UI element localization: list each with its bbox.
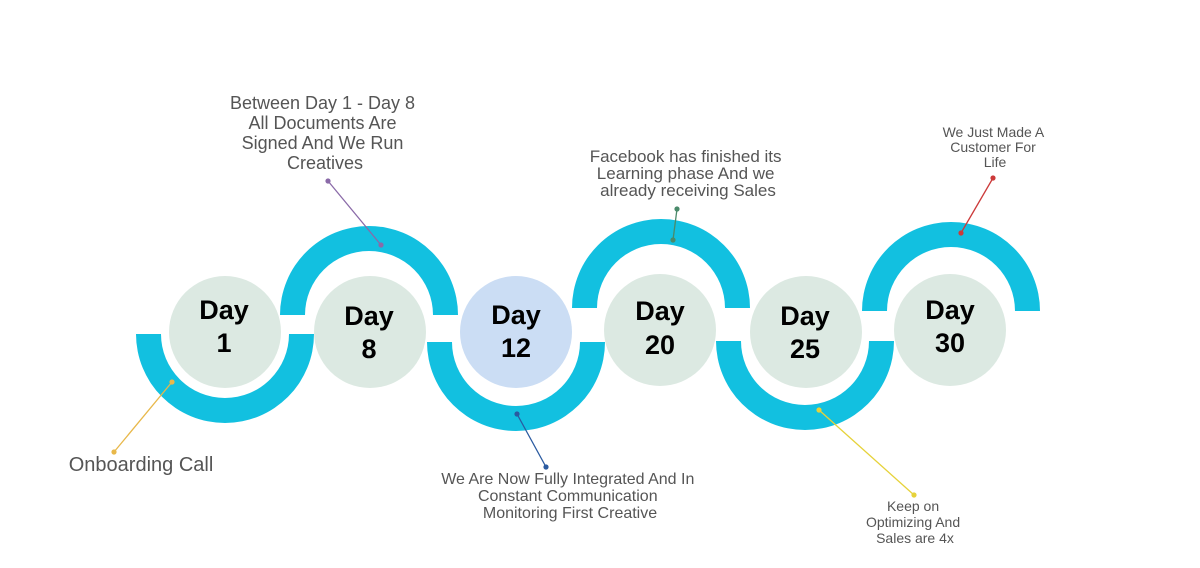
day-8-description-line: Signed And We Run — [242, 133, 404, 153]
day-30-description-line: We Just Made A — [943, 124, 1045, 140]
day-25-word: Day — [780, 301, 830, 331]
day-8-description-line: Between Day 1 - Day 8 — [230, 93, 415, 113]
day-1-connector-dot-bottom — [111, 449, 117, 455]
day-1-connector — [113, 381, 173, 453]
day-30-description-line: Customer For — [950, 139, 1036, 155]
day-25-connector-dot-bottom — [911, 492, 917, 498]
day-8-circle — [314, 276, 426, 388]
day-30-description: We Just Made A Customer For Life — [943, 124, 1048, 170]
day-1-number: 1 — [216, 328, 231, 358]
arc-day-12 — [427, 342, 605, 431]
day-20-connector — [672, 208, 678, 241]
day-30-number: 30 — [935, 328, 965, 358]
day-12-description: We Are Now Fully Integrated And In Const… — [441, 471, 699, 522]
day-8-description-line: All Documents Are — [248, 113, 396, 133]
day-12-connector-dot-bottom — [543, 464, 549, 470]
arc-day-20 — [572, 219, 750, 308]
day-8-connector — [327, 180, 382, 246]
day-25-connector-dot-top — [816, 407, 822, 413]
day-1-description: Onboarding Call — [69, 454, 214, 476]
day-30-circle — [894, 274, 1006, 386]
day-20-word: Day — [635, 296, 685, 326]
day-12-circle — [460, 276, 572, 388]
day-1-word: Day — [199, 295, 249, 325]
day-25-number: 25 — [790, 334, 820, 364]
day-12-description-line: We Are Now Fully Integrated And In — [441, 471, 694, 488]
arc-day-30 — [862, 222, 1040, 311]
day-30-connector — [960, 177, 994, 234]
arcs-layer — [136, 219, 1040, 431]
day-20-connector-dot-bottom — [670, 237, 676, 243]
day-20-connector-dot-top — [674, 206, 680, 212]
day-25-description-line: Optimizing And — [866, 514, 960, 530]
day-30-description-line: Life — [984, 154, 1007, 170]
descriptions-layer: Onboarding Call Between Day 1 - Day 8 Al… — [69, 93, 1048, 546]
arc-day-25 — [716, 341, 894, 430]
day-30-connector-dot-bottom — [958, 230, 964, 236]
day-12-description-line: Monitoring First Creative — [483, 505, 657, 522]
day-12-connector-dot-top — [514, 411, 520, 417]
day-20-description-line: Facebook has finished its — [590, 147, 782, 166]
day-1-connector-dot-top — [169, 379, 175, 385]
day-30-connector-dot-top — [990, 175, 996, 181]
day-12-connector — [516, 413, 547, 468]
day-12-word: Day — [491, 300, 541, 330]
day-12-description-line: Constant Communication — [478, 488, 658, 505]
day-25-description-line: Keep on — [887, 498, 939, 514]
day-8-word: Day — [344, 301, 394, 331]
day-12-number: 12 — [501, 333, 531, 363]
circles-layer — [169, 274, 1006, 388]
day-8-connector-dot-top — [325, 178, 331, 184]
day-labels: Day 1 Day 8 Day 12 Day 20 Day 25 Day 30 — [199, 295, 975, 364]
day-8-description-line: Creatives — [287, 153, 363, 173]
day-25-description-line: Sales are 4x — [876, 530, 954, 546]
day-20-description-line: already receiving Sales — [600, 181, 776, 200]
day-8-number: 8 — [361, 334, 376, 364]
day-25-circle — [750, 276, 862, 388]
day-30-word: Day — [925, 295, 975, 325]
day-8-description: Between Day 1 - Day 8 All Documents Are … — [230, 93, 420, 173]
arc-day-1 — [136, 334, 314, 423]
day-25-connector — [818, 409, 915, 496]
day-20-number: 20 — [645, 330, 675, 360]
day-20-description-line: Learning phase And we — [597, 164, 775, 183]
day-20-description: Facebook has finished its Learning phase… — [590, 147, 787, 200]
day-20-circle — [604, 274, 716, 386]
arc-day-8 — [280, 226, 458, 315]
day-1-description-line: Onboarding Call — [69, 454, 214, 476]
day-8-connector-dot-bottom — [378, 242, 384, 248]
connectors-layer — [111, 175, 996, 498]
day-25-description: Keep on Optimizing And Sales are 4x — [866, 498, 964, 546]
day-1-circle — [169, 276, 281, 388]
